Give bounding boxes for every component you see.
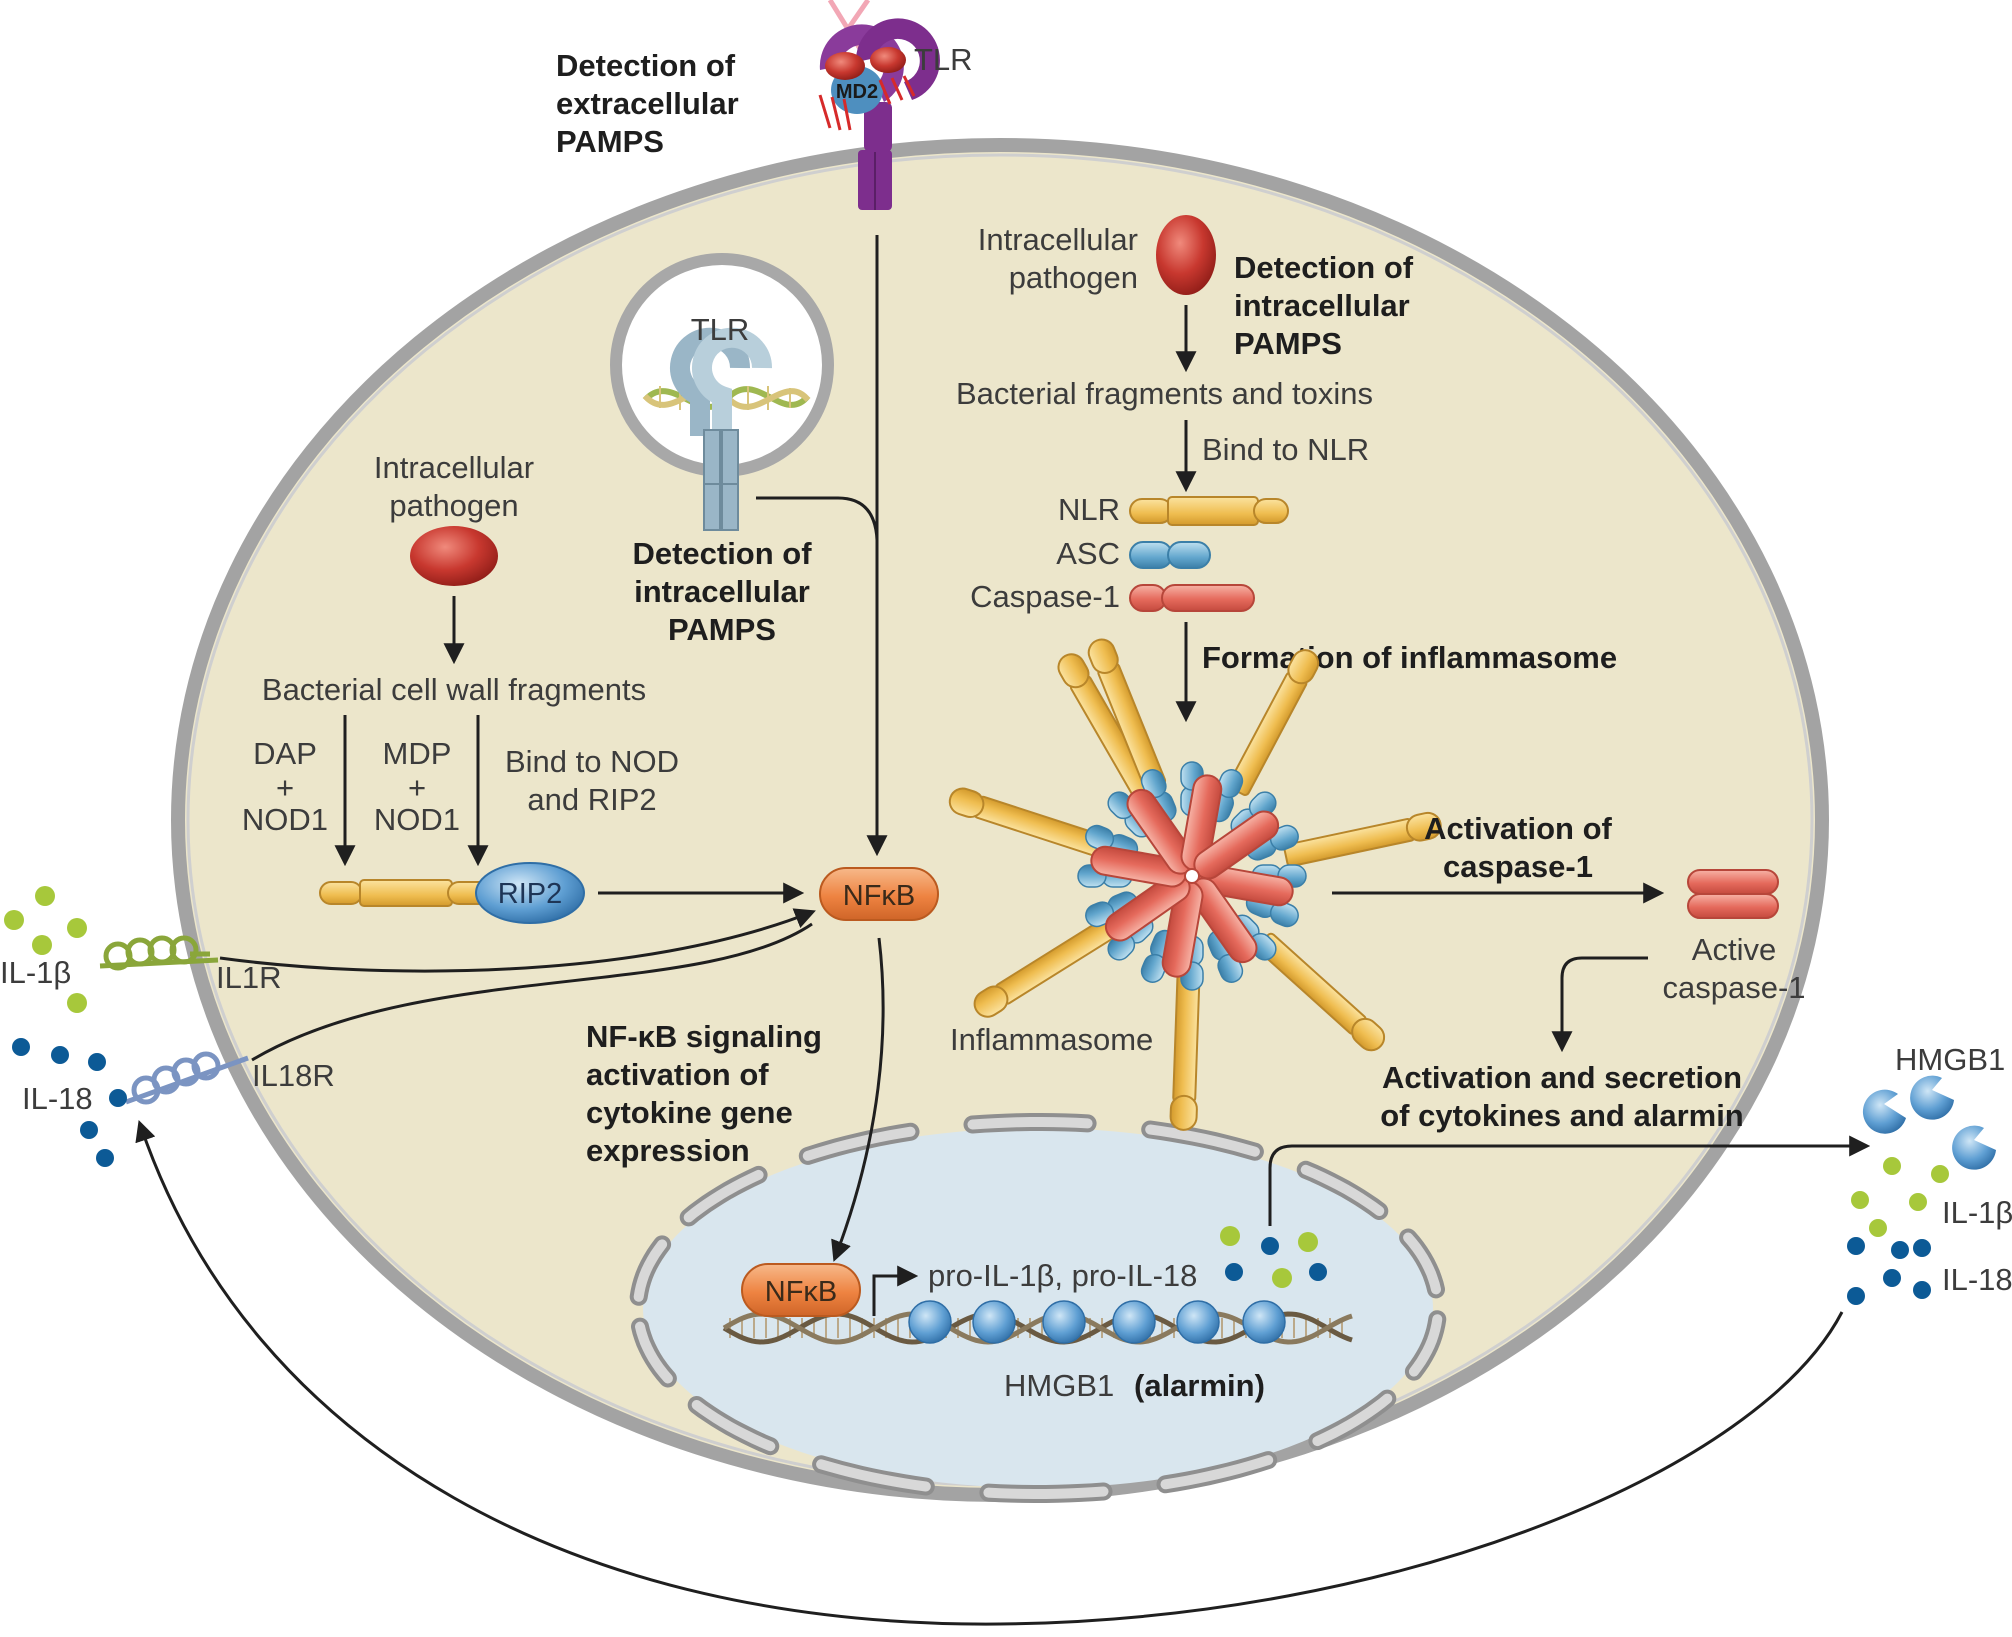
- bind-nod-rip2-2: and RIP2: [527, 782, 656, 817]
- asc-label: ASC: [1056, 536, 1120, 571]
- il1r-label: IL1R: [216, 960, 281, 995]
- nfkb-to-nucleus-arrow: [831, 937, 885, 1262]
- detection-intracellular-center-3: PAMPS: [668, 612, 776, 647]
- inflammasome-label: Inflammasome: [950, 1022, 1153, 1057]
- nfkb-signaling-4: expression: [586, 1133, 750, 1168]
- nfkb-label: NFκB: [843, 880, 916, 912]
- active-to-secretion-arrow: [1551, 956, 1648, 1053]
- detection-extracellular-1: Detection of: [556, 48, 736, 83]
- hmgb1-alarmin-b: (alarmin): [1134, 1368, 1265, 1403]
- nod1-rip2-icon: [319, 862, 585, 924]
- il18-dots-left: [12, 1038, 127, 1167]
- intracellular-pathogen-left-2: pathogen: [389, 488, 518, 523]
- bind-nod-rip2-1: Bind to NOD: [505, 744, 679, 779]
- active-caspase-icon: [1687, 869, 1779, 919]
- nfkb-signaling-2: activation of: [586, 1057, 769, 1092]
- dap-plus: +: [276, 770, 294, 805]
- detection-intracellular-right-2: intracellular: [1234, 288, 1410, 323]
- il1b-dots-right: [1851, 1157, 1949, 1237]
- endosome-to-nfkb-line: [756, 496, 879, 541]
- nucleus-cytokine-dots: [1220, 1226, 1327, 1288]
- tlr-receptor-icon: MD2: [818, 0, 940, 210]
- intracellular-pathogen-right-2: pathogen: [1009, 260, 1138, 295]
- detection-intracellular-center-2: intracellular: [634, 574, 810, 609]
- endosome-tlr-icon: [610, 253, 834, 531]
- il18r-to-nfkb-line: [251, 922, 813, 1062]
- intracellular-pathogen-left-1: Intracellular: [374, 450, 534, 485]
- detection-intracellular-right-1: Detection of: [1234, 250, 1414, 285]
- activation-secretion-2: of cytokines and alarmin: [1380, 1098, 1744, 1133]
- il18r-label: IL18R: [252, 1058, 335, 1093]
- active-caspase-1: Active: [1692, 932, 1776, 967]
- pro-cytokines-label: pro-IL-1β, pro-IL-18: [928, 1258, 1197, 1293]
- active-caspase-2: caspase-1: [1662, 970, 1805, 1005]
- nuclear-envelope: [629, 1113, 1447, 1503]
- detection-intracellular-right-3: PAMPS: [1234, 326, 1342, 361]
- il1r-to-nfkb-arrow: [219, 908, 816, 973]
- detection-extracellular-3: PAMPS: [556, 124, 664, 159]
- caspase-icon: [1129, 584, 1255, 612]
- md2-label: MD2: [836, 81, 878, 103]
- il18-dots-right: [1847, 1237, 1931, 1305]
- dna-helix-icon: [722, 1300, 1353, 1345]
- nfkb-nucleus-node: [741, 1263, 861, 1317]
- nfkb-signaling-1: NF-κB signaling: [586, 1019, 822, 1054]
- activation-caspase-2: caspase-1: [1443, 849, 1593, 884]
- nfkb-node: [819, 867, 939, 921]
- activation-caspase-1: Activation of: [1424, 811, 1612, 846]
- mdp-nod1-label: NOD1: [374, 802, 460, 837]
- tlr-endosome-label: TLR: [691, 312, 750, 347]
- dap-nod1-label: NOD1: [242, 802, 328, 837]
- dap-label: DAP: [253, 736, 317, 771]
- nlr-icon: [1129, 496, 1289, 526]
- il1r-receptor-icon: [99, 935, 219, 971]
- pathogen-right-icon: [1156, 215, 1216, 295]
- il18-right-label: IL-18: [1942, 1262, 2012, 1297]
- mdp-label: MDP: [383, 736, 452, 771]
- hmgb1-icon: [1862, 1075, 1996, 1170]
- bind-nlr-label: Bind to NLR: [1202, 432, 1369, 467]
- transcription-arrow: [872, 1265, 919, 1316]
- tlr-top-label: TLR: [914, 42, 973, 77]
- nfkb-nucleus-label: NFκB: [765, 1276, 838, 1308]
- detection-intracellular-center-1: Detection of: [632, 536, 812, 571]
- feedback-arrow: [135, 1120, 1844, 1626]
- il18-left-label: IL-18: [22, 1081, 93, 1116]
- caspase1-label: Caspase-1: [970, 579, 1120, 614]
- pathogen-icon: [410, 526, 498, 586]
- rip2-label: RIP2: [498, 878, 562, 910]
- activation-secretion-1: Activation and secretion: [1382, 1060, 1742, 1095]
- nfkb-signaling-3: cytokine gene: [586, 1095, 793, 1130]
- nucleus: [629, 1113, 1447, 1503]
- formation-inflammasome-label: Formation of inflammasome: [1202, 640, 1617, 675]
- bacterial-cell-wall-label: Bacterial cell wall fragments: [262, 672, 646, 707]
- il1b-right-label: IL-1β: [1942, 1195, 2012, 1230]
- bacterial-fragments-label: Bacterial fragments and toxins: [956, 376, 1373, 411]
- hmgb1-label: HMGB1: [1895, 1042, 2005, 1077]
- asc-icon: [1129, 541, 1211, 569]
- secretion-arrow: [1268, 1135, 1871, 1226]
- mdp-plus: +: [408, 770, 426, 805]
- il1b-left-label: IL-1β: [0, 955, 71, 990]
- hmgb1-alarmin-a: HMGB1: [1004, 1368, 1114, 1403]
- inflammasome-icon: [948, 638, 1442, 1131]
- il1b-dots-left: [4, 886, 87, 1013]
- detection-extracellular-2: extracellular: [556, 86, 739, 121]
- intracellular-pathogen-right-1: Intracellular: [978, 222, 1138, 257]
- nlr-label: NLR: [1058, 492, 1120, 527]
- il18r-receptor-icon: [125, 1051, 249, 1105]
